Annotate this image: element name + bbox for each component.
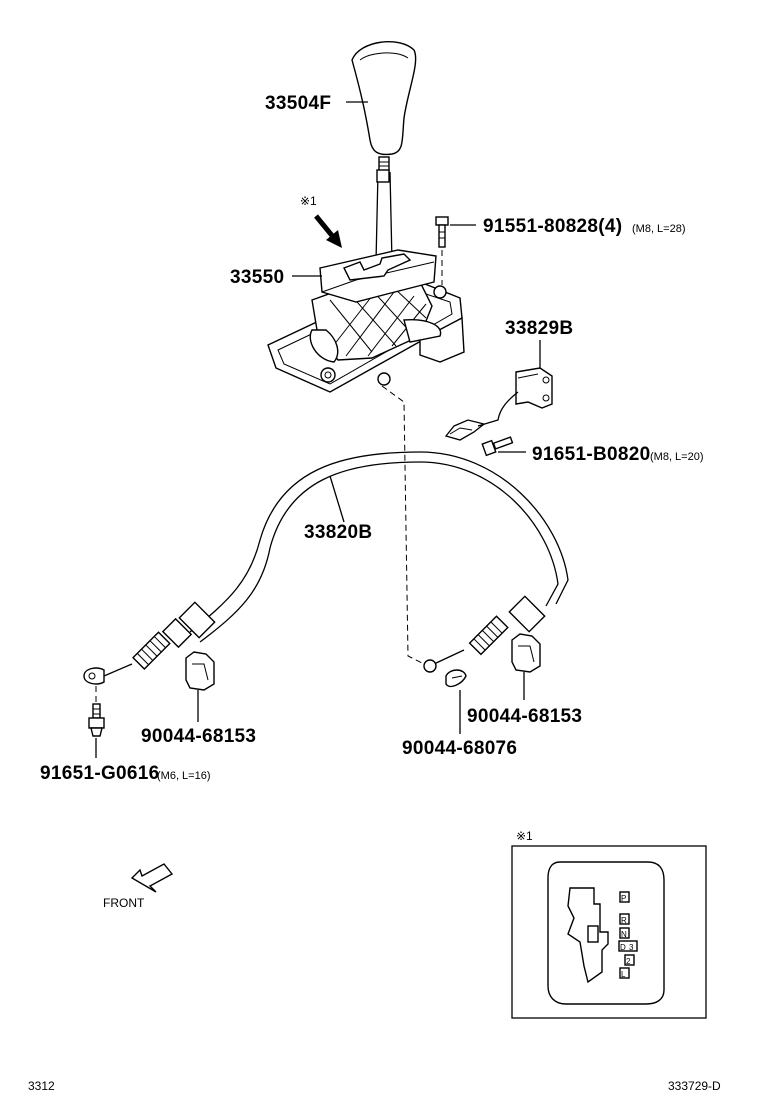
leader-cable bbox=[329, 475, 345, 523]
shift-lever-assembly[interactable] bbox=[267, 249, 465, 393]
label-cable: 33820B bbox=[304, 522, 372, 543]
inset-gate-plate bbox=[547, 861, 665, 1005]
bolt-91651-g0616[interactable] bbox=[88, 686, 105, 737]
shift-cable[interactable] bbox=[83, 451, 569, 685]
shift-knob[interactable] bbox=[351, 41, 417, 172]
label-clip-right: 90044-68153 bbox=[467, 706, 582, 727]
label-end-bolt: 91651-G0616 bbox=[40, 763, 160, 784]
label-end-bolt-spec: (M6, L=16) bbox=[157, 770, 211, 782]
label-bracket: 33829B bbox=[505, 318, 573, 339]
gate-3: 3 bbox=[629, 943, 634, 952]
bolt-91651-b0820[interactable] bbox=[481, 436, 514, 457]
gate-r: R bbox=[621, 916, 627, 925]
front-arrow-icon bbox=[130, 863, 174, 893]
note-arrow bbox=[314, 214, 342, 248]
gate-n: N bbox=[621, 930, 627, 939]
front-label: FRONT bbox=[103, 896, 145, 910]
bolt-91551[interactable] bbox=[435, 216, 449, 248]
label-clip-left: 90044-68153 bbox=[141, 726, 256, 747]
clip-right[interactable] bbox=[511, 633, 541, 673]
clip-left[interactable] bbox=[185, 651, 215, 691]
inset-gate-labels: P R N D 3 2 L bbox=[618, 891, 638, 979]
label-clip-small: 90044-68076 bbox=[402, 738, 517, 759]
clip-small[interactable] bbox=[445, 669, 467, 688]
label-knob: 33504F bbox=[265, 93, 331, 114]
label-bracket-bolt-spec: (M8, L=20) bbox=[650, 451, 704, 463]
label-bolt: 91551-80828(4) bbox=[483, 216, 622, 237]
footer-left-code: 3312 bbox=[28, 1079, 55, 1093]
bracket-33829b[interactable] bbox=[444, 367, 553, 441]
shift-lever-rod bbox=[375, 169, 393, 263]
gate-d: D bbox=[620, 943, 626, 952]
label-bracket-bolt: 91651-B0820 bbox=[532, 444, 650, 465]
gate-p: P bbox=[621, 894, 626, 903]
gate-2: 2 bbox=[626, 957, 631, 966]
footer-right-code: 333729-D bbox=[668, 1079, 721, 1093]
inset-marker: ※1 bbox=[516, 829, 533, 843]
label-bolt-spec: (M8, L=28) bbox=[632, 223, 686, 235]
gate-l: L bbox=[621, 970, 626, 979]
note-marker: ※1 bbox=[300, 194, 317, 208]
label-lever: 33550 bbox=[230, 267, 284, 288]
dash-cable bbox=[381, 385, 425, 665]
